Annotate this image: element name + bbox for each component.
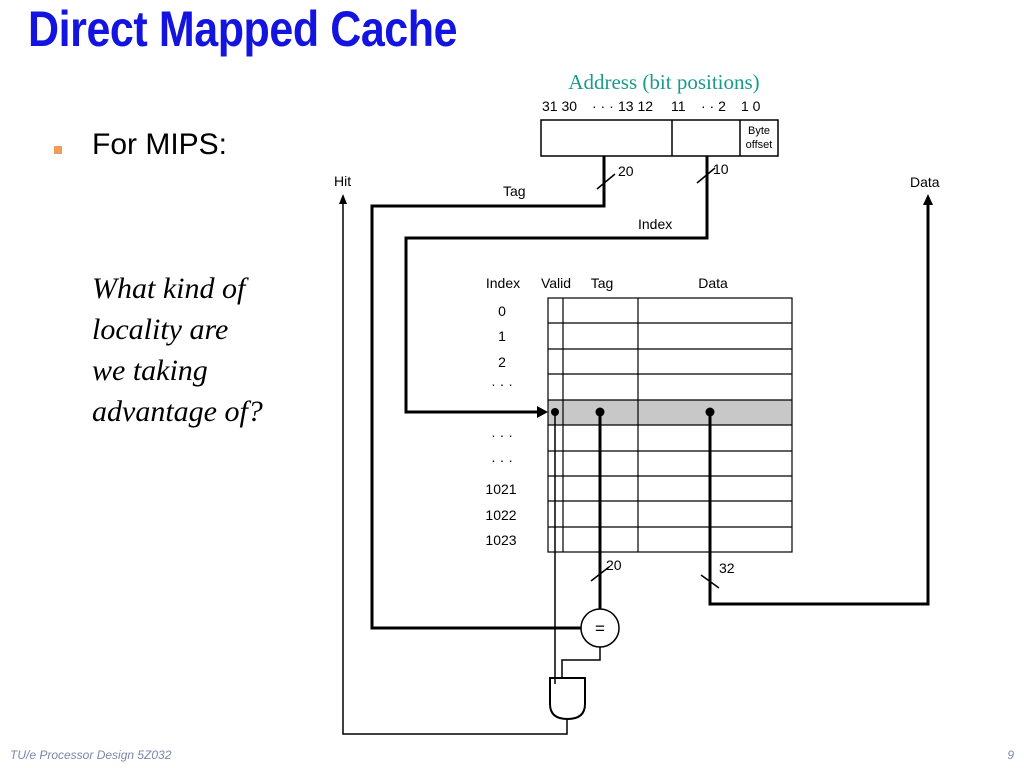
tag-width-slash [596,173,616,190]
data-wire [708,204,930,606]
hit-wire [342,203,568,735]
tag-wire [370,156,606,630]
index-width-label: 10 [713,161,729,177]
data-width-slash [700,574,720,589]
hit-arrowhead [339,194,347,204]
bit-positions-high: 31 30 [542,98,577,114]
bullet-marker [54,146,62,154]
index-label: Index [638,216,672,232]
address-register [540,119,779,157]
bit-dots-low: · · 2 [701,98,726,114]
row-ellipsis: · · · [491,427,513,443]
row-ellipsis: · · · [491,376,513,392]
question-line: What kind of [92,272,246,305]
header-index: Index [486,275,520,291]
row-index: 0 [498,303,506,319]
data-label: Data [910,174,940,190]
tag-width-label: 20 [618,163,634,179]
index-width-slash [696,167,716,184]
tag-label: Tag [503,183,526,199]
footer-page-number: 9 [1007,748,1014,762]
selected-cache-row [548,400,792,425]
tag-out-width-label: 20 [606,557,622,573]
row-index: 1 [498,328,506,344]
data-junction [705,407,715,417]
header-tag: Tag [591,275,614,291]
slide-title: Direct Mapped Cache [28,1,458,57]
bullet-text: For MIPS: [92,128,228,161]
and-gate [549,677,586,721]
question-text: What kind of locality are we taking adva… [92,268,263,432]
question-line: advantage of? [92,395,263,428]
bit-positions-mid: 13 12 [618,98,653,114]
row-index: 1021 [485,481,516,497]
row-index: 1022 [485,507,516,523]
data-arrowhead [923,194,933,205]
tag-out-width-slash [590,566,610,582]
footer-course: TU/e Processor Design 5Z032 [10,748,172,762]
address-label: Address (bit positions) [568,70,759,94]
byte-offset-label: Byte [748,125,770,137]
data-width-label: 32 [719,560,735,576]
byte-offset-label: offset [746,139,773,151]
index-arrowhead [537,406,548,418]
question-line: locality are [92,313,229,346]
hit-label: Hit [334,173,351,189]
valid-junction [551,408,559,416]
row-ellipsis: · · · [491,452,513,468]
cache-table [547,297,793,553]
bit-positions-low: 1 0 [741,98,761,114]
comparator-symbol: = [595,619,605,638]
row-index: 2 [498,354,506,370]
header-data: Data [698,275,728,291]
compare-out-wire [561,647,601,684]
index-wire [404,156,709,414]
tag-junction [595,407,605,417]
bit-position-11: 11 [671,98,686,114]
question-line: we taking [92,354,208,387]
header-valid: Valid [541,275,571,291]
bit-dots-high: · · · [592,98,614,114]
row-index: 1023 [485,532,516,548]
